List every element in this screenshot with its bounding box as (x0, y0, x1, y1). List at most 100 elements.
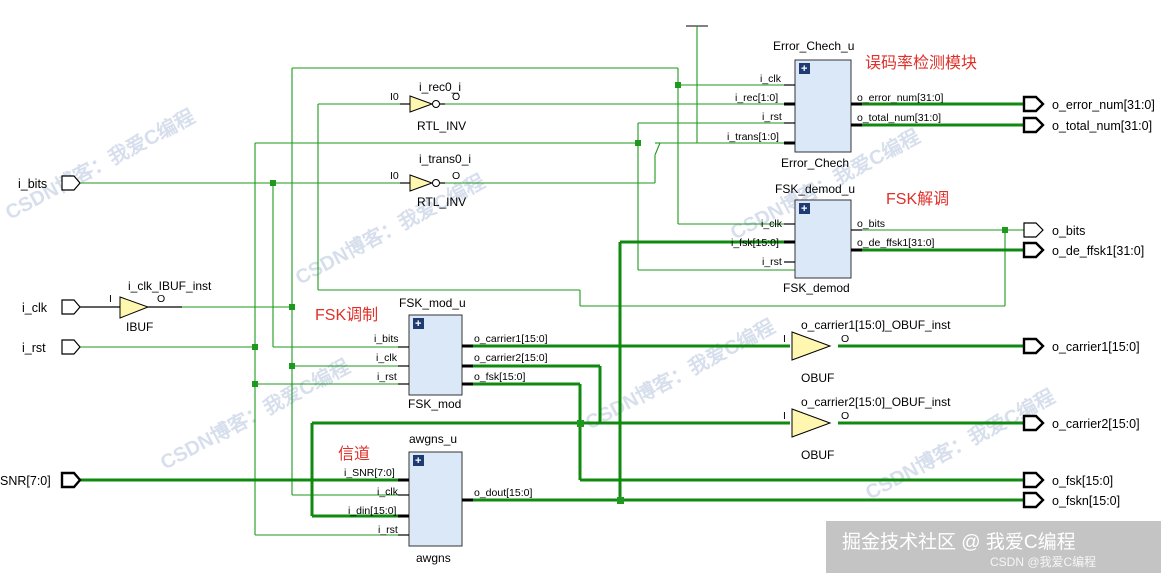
input-port-icon[interactable] (61, 339, 81, 355)
pin-label: O (841, 410, 849, 422)
cell-instance-name: o_carrier1[15:0]_OBUF_inst (801, 318, 951, 332)
watermark-text: CSDN博客：我爱C编程 (581, 314, 779, 434)
expand-icon[interactable] (799, 63, 810, 74)
junction-dot (289, 363, 295, 369)
carrier1-obuf[interactable]: o_carrier1[15:0]_OBUF_inst I O OBUF (783, 318, 951, 385)
pin-label: o_dout[15:0] (474, 487, 532, 499)
output-port-fskn[interactable]: o_fskn[15:0] (1022, 491, 1120, 509)
input-port-i-bits[interactable]: i_bits (18, 175, 81, 191)
plus-icon: + (415, 318, 421, 330)
pin-label: i_rst (378, 524, 398, 536)
footer-small: CSDN @我爱C编程 (990, 554, 1096, 569)
expand-icon[interactable] (413, 455, 424, 466)
pin-label: I0 (390, 170, 399, 182)
cell-type-name: OBUF (801, 448, 834, 462)
port-label: o_fsk[15:0] (1052, 474, 1113, 488)
expand-icon[interactable] (799, 203, 810, 214)
buffer-icon[interactable] (791, 408, 832, 438)
pin-label: i_fsk[15:0] (731, 237, 779, 249)
carrier2-obuf[interactable]: o_carrier2[15:0]_OBUF_inst I O OBUF (783, 395, 951, 462)
output-port-icon[interactable] (1023, 222, 1044, 238)
output-port-icon[interactable] (1022, 414, 1045, 432)
pin-label: i_trans[1:0] (727, 131, 779, 143)
pin-label: O (452, 170, 460, 182)
output-port-carrier1[interactable]: o_carrier1[15:0] (1022, 337, 1140, 355)
input-port-snr[interactable]: SNR[7:0] (0, 471, 82, 489)
port-label: o_total_num[31:0] (1052, 119, 1152, 133)
input-port-icon[interactable] (61, 175, 81, 191)
input-port-icon[interactable] (61, 299, 81, 315)
output-port-total-num[interactable]: o_total_num[31:0] (1022, 116, 1152, 134)
input-ports: i_bits i_clk i_rst SNR[7:0] (0, 175, 82, 489)
pin-label: i_clk (376, 352, 398, 364)
buffer-icon[interactable] (791, 331, 832, 361)
port-label: i_bits (18, 177, 47, 191)
module-type-name: Error_Chech (781, 156, 849, 170)
pin-label: I0 (390, 91, 399, 103)
output-port-de-ffsk1[interactable]: o_de_ffsk1[31:0] (1022, 241, 1144, 259)
pin-label: I (783, 410, 786, 422)
port-label: o_de_ffsk1[31:0] (1052, 244, 1144, 258)
inverter-icon[interactable] (409, 174, 434, 192)
watermark-text: CSDN博客：我爱C编程 (1, 104, 199, 224)
footer-shade (826, 521, 1161, 573)
pin-label: o_bits (857, 218, 885, 230)
fsk-mod-module[interactable]: FSK_mod_u + i_bits i_clk i_rst o_carrier… (374, 296, 548, 411)
thin-nets (80, 25, 1024, 536)
output-port-icon[interactable] (1022, 491, 1045, 509)
expand-icon[interactable] (413, 318, 424, 329)
junction-dot (1002, 227, 1008, 233)
pin-label: i_rst (762, 256, 782, 268)
junction-dot (675, 82, 681, 88)
input-port-i-clk[interactable]: i_clk (22, 299, 81, 315)
output-port-icon[interactable] (1022, 241, 1045, 259)
module-instance-name: awgns_u (409, 432, 457, 446)
junction-dot (577, 420, 584, 427)
pin-label: O (841, 333, 849, 345)
buffer-icon[interactable] (119, 296, 150, 319)
cell-instance-name: i_rec0_i (419, 80, 461, 94)
pin-label: O (157, 293, 165, 305)
output-port-carrier2[interactable]: o_carrier2[15:0] (1022, 414, 1140, 432)
clk-ibuf[interactable]: i_clk_IBUF_inst I O IBUF (80, 279, 212, 334)
pin-label: O (452, 91, 460, 103)
pin-label: o_fsk[15:0] (474, 371, 525, 383)
pin-label: i_SNR[7:0] (344, 467, 395, 479)
input-port-icon[interactable] (60, 471, 82, 489)
error-chech-module[interactable]: Error_Chech_u + i_clk i_rec[1:0] i_rst i… (727, 39, 943, 170)
pin-label: o_de_ffsk1[31:0] (857, 237, 935, 249)
inverter-icon[interactable] (409, 95, 434, 113)
port-label: o_bits (1052, 224, 1085, 238)
module-block[interactable] (408, 451, 463, 547)
port-label: o_carrier2[15:0] (1052, 417, 1140, 431)
cell-instance-name: i_trans0_i (419, 152, 471, 166)
plus-icon: + (415, 455, 421, 467)
pin-label: o_total_num[31:0] (857, 112, 941, 124)
fsk-demod-module[interactable]: FSK_demod_u + i_clk i_fsk[15:0] i_rst o_… (731, 182, 935, 295)
module-type-name: FSK_demod (783, 281, 850, 295)
output-port-o-bits[interactable]: o_bits (1023, 222, 1085, 238)
output-port-error-num[interactable]: o_error_num[31:0] (1022, 95, 1155, 113)
input-port-i-rst[interactable]: i_rst (22, 339, 81, 355)
pin-label: i_clk (377, 486, 399, 498)
cell-type-name: RTL_INV (417, 119, 466, 133)
module-type-name: FSK_mod (408, 397, 461, 411)
pin-label: i_din[15:0] (348, 505, 397, 517)
port-label: o_fskn[15:0] (1052, 494, 1120, 508)
pin-label: i_clk (760, 73, 782, 85)
plus-icon: + (801, 203, 807, 215)
output-port-fsk[interactable]: o_fsk[15:0] (1022, 471, 1113, 489)
module-block[interactable] (794, 59, 852, 153)
trans-inverter[interactable]: i_trans0_i I0 O RTL_INV (390, 152, 471, 209)
port-label: o_carrier1[15:0] (1052, 340, 1140, 354)
output-port-icon[interactable] (1022, 95, 1045, 113)
output-port-icon[interactable] (1022, 471, 1045, 489)
pin-label: i_bits (374, 333, 399, 345)
awgns-module[interactable]: awgns_u + i_SNR[7:0] i_clk i_din[15:0] i… (344, 432, 532, 565)
cell-instance-name: o_carrier2[15:0]_OBUF_inst (801, 395, 951, 409)
rec-inverter[interactable]: i_rec0_i I0 O RTL_INV (390, 80, 466, 133)
junction-dot (289, 304, 295, 310)
output-port-icon[interactable] (1022, 116, 1045, 134)
pin-label: i_rst (762, 111, 782, 123)
output-port-icon[interactable] (1022, 337, 1045, 355)
